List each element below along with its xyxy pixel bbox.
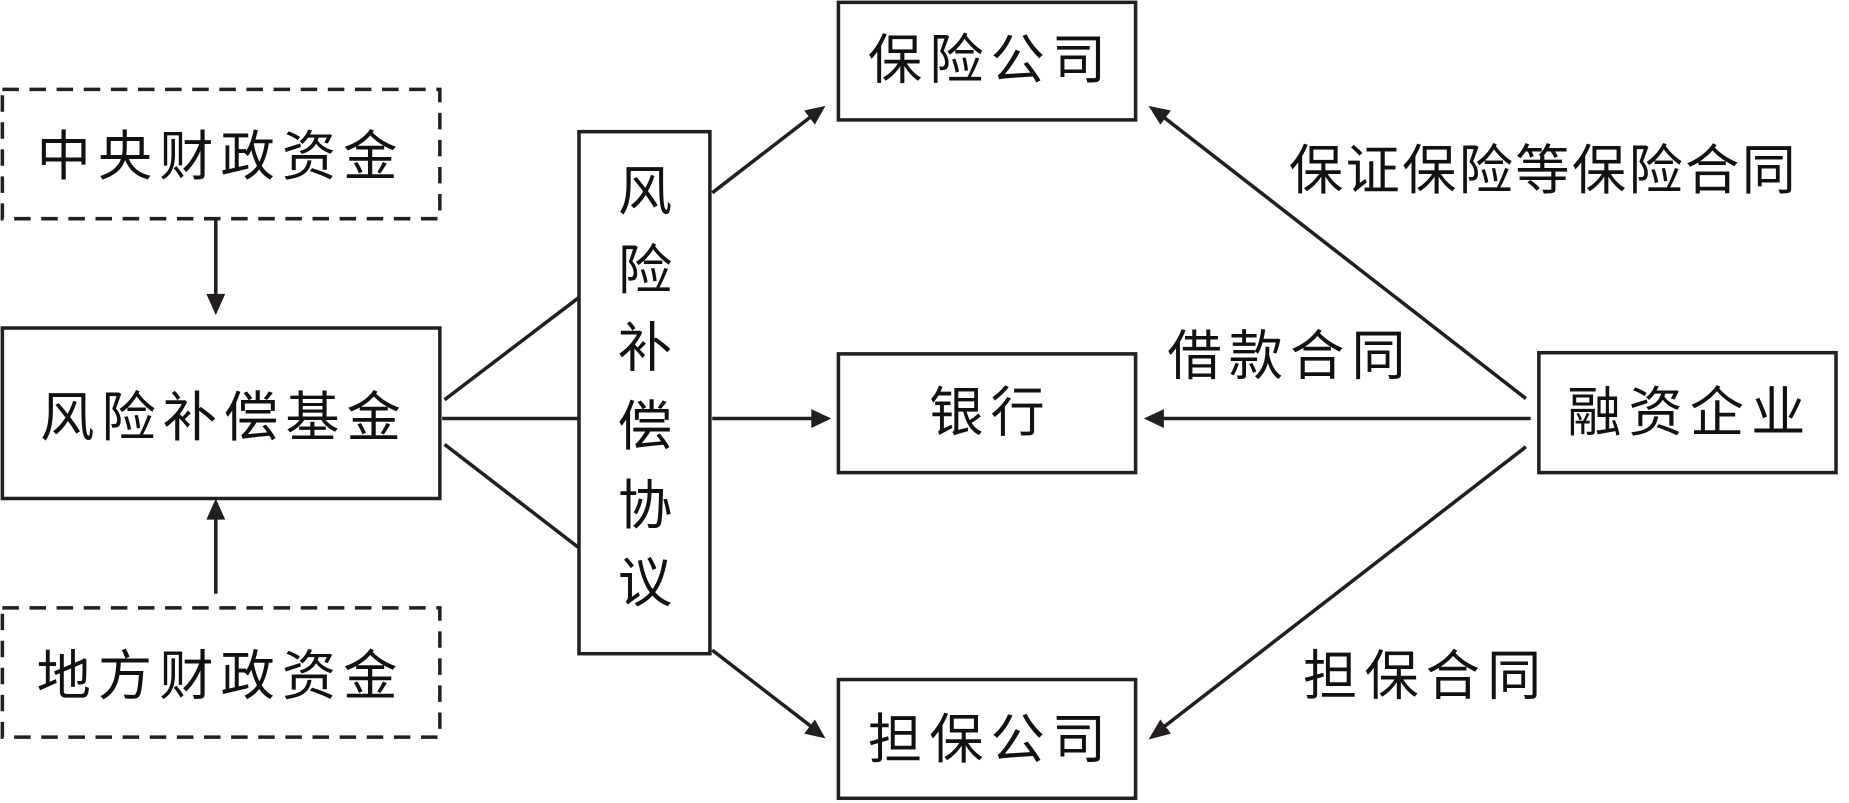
arrowhead-right-icon (811, 409, 832, 428)
bank-label: 银行 (929, 381, 1052, 444)
arrowhead-left-icon (1143, 409, 1164, 428)
guarantee-contract-label: 担保合同 (1303, 645, 1548, 708)
agreement-char: 议 (618, 552, 672, 615)
central-fiscal-funds-box (0, 87, 442, 221)
risk-compensation-fund-label: 风险补偿基金 (40, 386, 408, 449)
fund-to-agreement-line-upper (443, 296, 581, 402)
bank-box (836, 352, 1138, 475)
arrowhead-icon (1148, 719, 1171, 740)
insurance-contract-label: 保证保险等保险合同 (1289, 139, 1798, 202)
agreement-char: 协 (618, 474, 672, 537)
local-fiscal-funds-box (0, 606, 442, 739)
risk-compensation-agreement-box (577, 129, 712, 656)
arrowhead-icon (804, 719, 826, 739)
loan-contract-label: 借款合同 (1167, 325, 1412, 388)
risk-compensation-agreement-label: 风 险 补 偿 协 议 (618, 160, 672, 614)
agreement-char: 补 (618, 317, 672, 380)
guarantee-company-box (836, 677, 1138, 801)
agreement-char: 偿 (618, 395, 672, 458)
enterprise-to-guarantee-arrow-line (1161, 445, 1527, 730)
arrowhead-down-icon (206, 293, 226, 316)
insurance-company-label: 保险公司 (868, 29, 1113, 92)
arrowhead-icon (804, 105, 826, 125)
agreement-to-guarantee-arrow-line (711, 648, 813, 728)
arrowhead-icon (1148, 105, 1171, 125)
arrowhead-up-icon (206, 498, 226, 520)
fund-to-agreement-line-lower (443, 443, 581, 550)
agreement-char: 风 (618, 160, 672, 223)
central-fiscal-funds-label: 中央财政资金 (37, 125, 405, 188)
financing-enterprise-label: 融资企业 (1567, 381, 1812, 444)
local-fiscal-funds-label: 地方财政资金 (37, 645, 405, 708)
agreement-char: 险 (618, 239, 672, 302)
agreement-to-insurance-arrow-line (711, 114, 813, 195)
insurance-company-box (836, 0, 1138, 122)
risk-compensation-fund-box (0, 326, 442, 501)
enterprise-to-insurance-arrow-line (1161, 115, 1527, 400)
financing-enterprise-box (1537, 350, 1838, 475)
guarantee-company-label: 担保公司 (868, 708, 1113, 771)
